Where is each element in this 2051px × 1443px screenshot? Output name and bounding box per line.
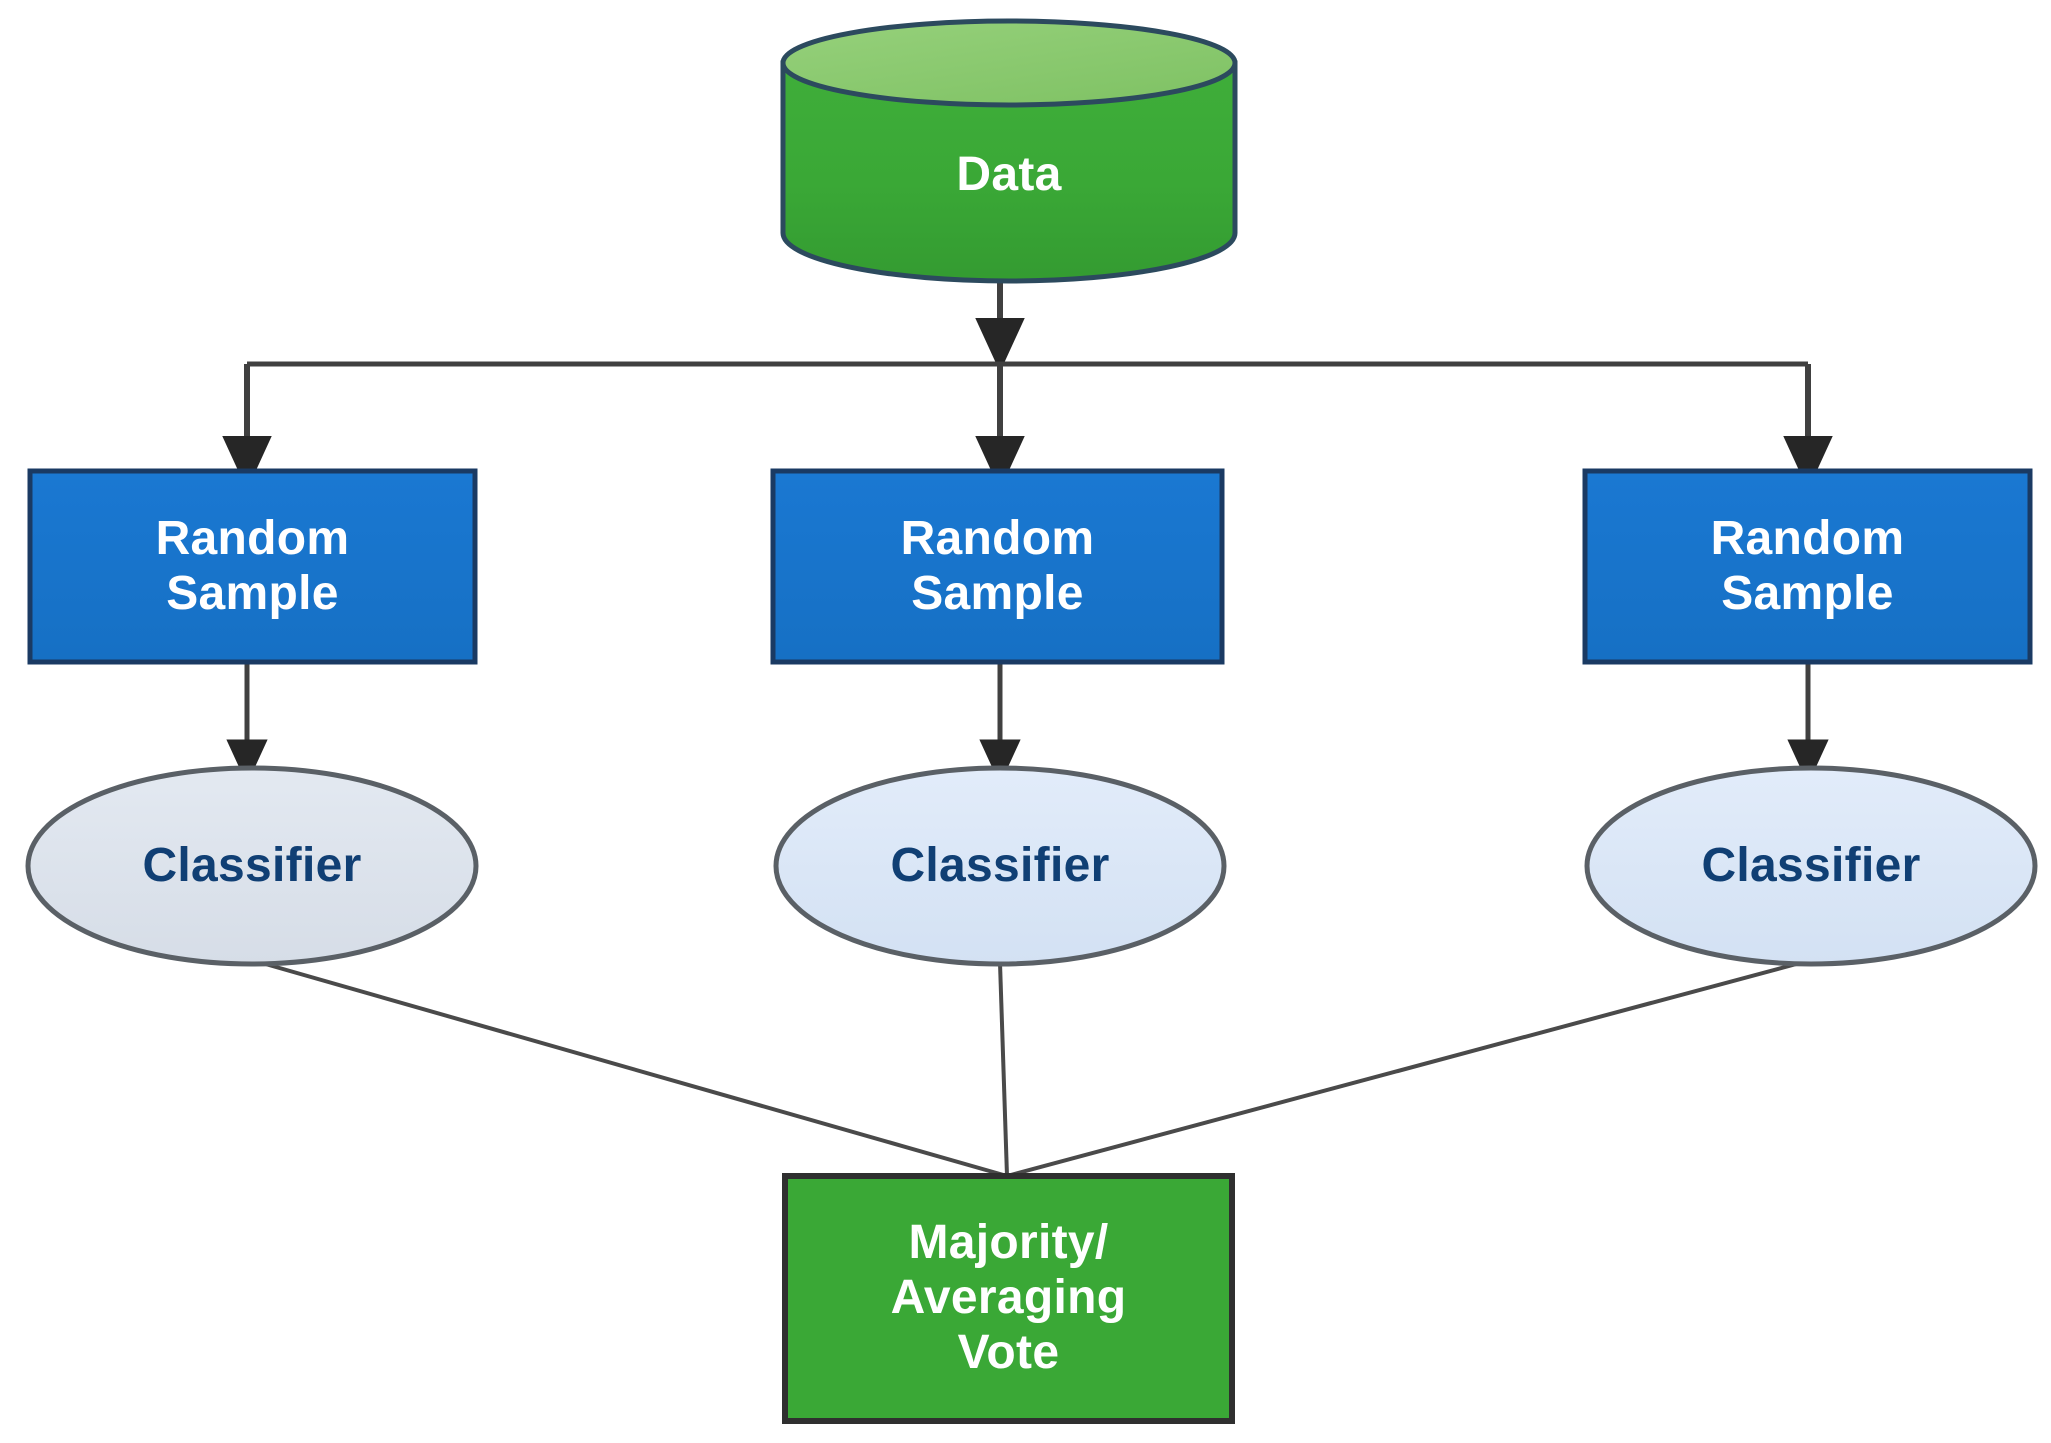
node-classifier-right bbox=[1584, 765, 2038, 967]
cylinder-top bbox=[780, 18, 1238, 108]
sample-boxes bbox=[27, 468, 2033, 665]
edge-classifier-right-to-vote bbox=[1006, 961, 1801, 1178]
node-data-source bbox=[780, 18, 1238, 284]
node-random-sample-right bbox=[1582, 468, 2033, 665]
connector-layer bbox=[222, 250, 1833, 785]
edge-classifier-left-to-vote bbox=[261, 961, 1008, 1178]
node-classifier-left bbox=[25, 765, 479, 967]
edge-classifier-center-to-vote bbox=[998, 962, 1009, 1177]
aggregation-connector-layer bbox=[261, 961, 1801, 1178]
node-random-sample-center bbox=[770, 468, 1225, 665]
node-classifier-center bbox=[773, 765, 1227, 967]
node-aggregator bbox=[782, 1173, 1235, 1424]
cylinder-body bbox=[780, 60, 1238, 284]
node-random-sample-left bbox=[27, 468, 478, 665]
classifier-ellipses bbox=[25, 765, 2038, 967]
aggregator-box bbox=[782, 1173, 1235, 1424]
